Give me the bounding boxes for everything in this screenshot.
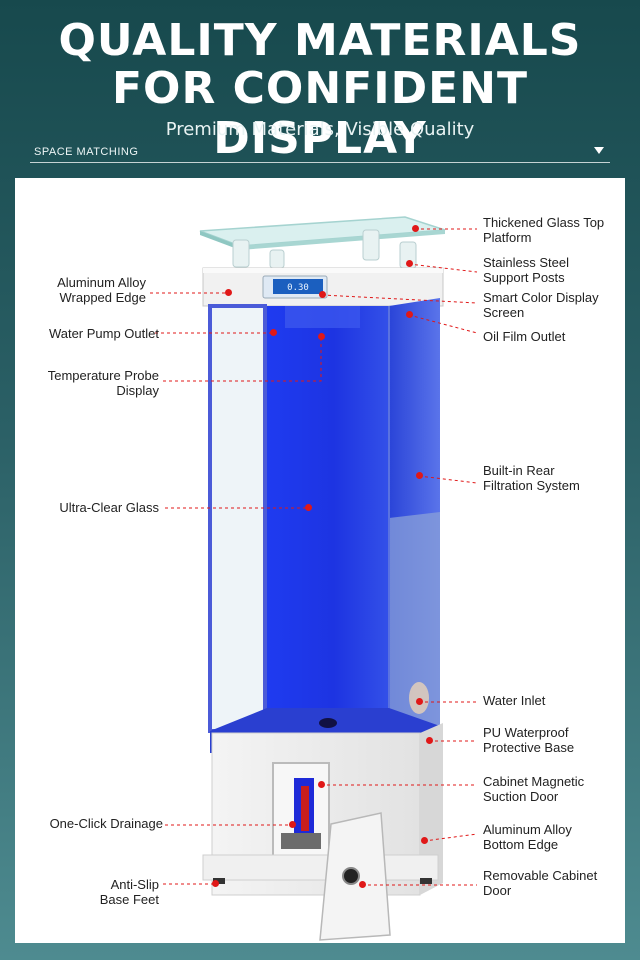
callout-glass-top: Thickened Glass Top Platform	[483, 215, 633, 245]
chevron-down-icon[interactable]	[594, 147, 604, 154]
callout-text: Screen	[483, 305, 525, 320]
page-title-line-2: FOR CONFIDENT DISPLAY	[111, 63, 529, 164]
leader-lines	[150, 228, 478, 886]
callout-text: Thickened Glass Top	[483, 215, 605, 230]
callout-removable-door: Removable Cabinet Door	[483, 868, 633, 898]
base-foot-left	[213, 878, 225, 884]
callout-text: Bottom Edge	[483, 837, 559, 852]
callout-text: Ultra-Clear Glass	[59, 500, 159, 515]
page-subtitle: Premium Materials, Visible Quality	[165, 119, 475, 140]
callout-bottom-edge: Aluminum Alloy Bottom Edge	[483, 822, 633, 852]
callout-anti-slip: Anti-Slip Base Feet	[25, 877, 159, 907]
callout-text: Built-in Rear	[483, 463, 555, 478]
callout-text: Protective Base	[483, 740, 575, 755]
callout-dot-bottom-edge	[421, 837, 428, 844]
callout-text: Water Inlet	[483, 693, 546, 708]
callout-filtration: Built-in Rear Filtration System	[483, 463, 633, 493]
callout-text: Cabinet Magnetic	[483, 774, 585, 789]
callout-dot-anti-slip	[212, 880, 219, 887]
callout-text: Removable Cabinet	[483, 868, 598, 883]
callout-dot-filtration	[416, 472, 423, 479]
callout-dot-display-screen	[319, 291, 326, 298]
callout-support-posts: Stainless Steel Support Posts	[483, 255, 633, 285]
callout-water-inlet: Water Inlet	[483, 693, 633, 708]
callout-oil-film: Oil Film Outlet	[483, 329, 633, 344]
callout-dot-water-inlet	[416, 698, 423, 705]
callout-pump-outlet: Water Pump Outlet	[25, 326, 159, 341]
callout-text: Suction Door	[483, 789, 559, 804]
callout-dot-magnetic-door	[318, 781, 325, 788]
callout-dot-oil-film	[406, 311, 413, 318]
callout-dot-temp-probe	[318, 333, 325, 340]
callout-text: Aluminum Alloy	[57, 275, 146, 290]
callout-text: Smart Color Display	[483, 290, 599, 305]
callout-text: Base Feet	[99, 892, 159, 907]
callout-text: Anti-Slip	[110, 877, 159, 892]
door-knob	[342, 867, 360, 885]
callout-text: Temperature Probe	[47, 368, 159, 383]
callout-text: Oil Film Outlet	[483, 329, 566, 344]
callout-dot-pu-base	[426, 737, 433, 744]
callout-temp-probe: Temperature Probe Display	[25, 368, 159, 398]
callout-text: Aluminum Alloy	[483, 822, 572, 837]
callout-text: Display	[116, 383, 159, 398]
callout-text: Filtration System	[483, 478, 580, 493]
callout-aluminum-edge: Aluminum Alloy Wrapped Edge	[25, 275, 146, 305]
water-front	[267, 306, 389, 731]
callout-ultra-glass: Ultra-Clear Glass	[25, 500, 159, 515]
callout-magnetic-door: Cabinet Magnetic Suction Door	[483, 774, 633, 804]
callout-drainage: One-Click Drainage	[25, 816, 163, 831]
callout-dot-pump-outlet	[270, 329, 277, 336]
callout-dot-ultra-glass	[305, 504, 312, 511]
support-posts	[232, 229, 417, 269]
callout-text: One-Click Drainage	[49, 816, 163, 831]
callout-dot-glass-top	[412, 225, 419, 232]
callout-dot-support-posts	[406, 260, 413, 267]
base-foot-right	[420, 878, 432, 884]
product-panel: 0.30	[15, 178, 625, 943]
callout-text: Water Pump Outlet	[48, 326, 159, 341]
page-title-line-1: QUALITY MATERIALS	[58, 15, 582, 66]
display-reading: 0.30	[287, 283, 309, 293]
callout-text: Wrapped Edge	[59, 290, 147, 305]
aquarium-product-illustration: 0.30	[150, 216, 478, 941]
callout-text: PU Waterproof	[483, 725, 569, 740]
callout-text: Platform	[483, 230, 532, 245]
callout-text: Stainless Steel	[483, 255, 569, 270]
callout-text: Door	[483, 883, 512, 898]
callout-dot-drainage	[289, 821, 296, 828]
base	[202, 854, 439, 881]
callout-dot-removable-door	[359, 881, 366, 888]
space-matching-dropdown[interactable]: SPACE MATCHING	[30, 142, 610, 163]
callout-dot-aluminum-edge	[225, 289, 232, 296]
callout-text: Support Posts	[483, 270, 565, 285]
ultra-clear-glass-left	[208, 304, 267, 733]
callout-pu-base: PU Waterproof Protective Base	[483, 725, 633, 755]
dropdown-label: SPACE MATCHING	[34, 146, 139, 158]
callout-display-screen: Smart Color Display Screen	[483, 290, 633, 320]
